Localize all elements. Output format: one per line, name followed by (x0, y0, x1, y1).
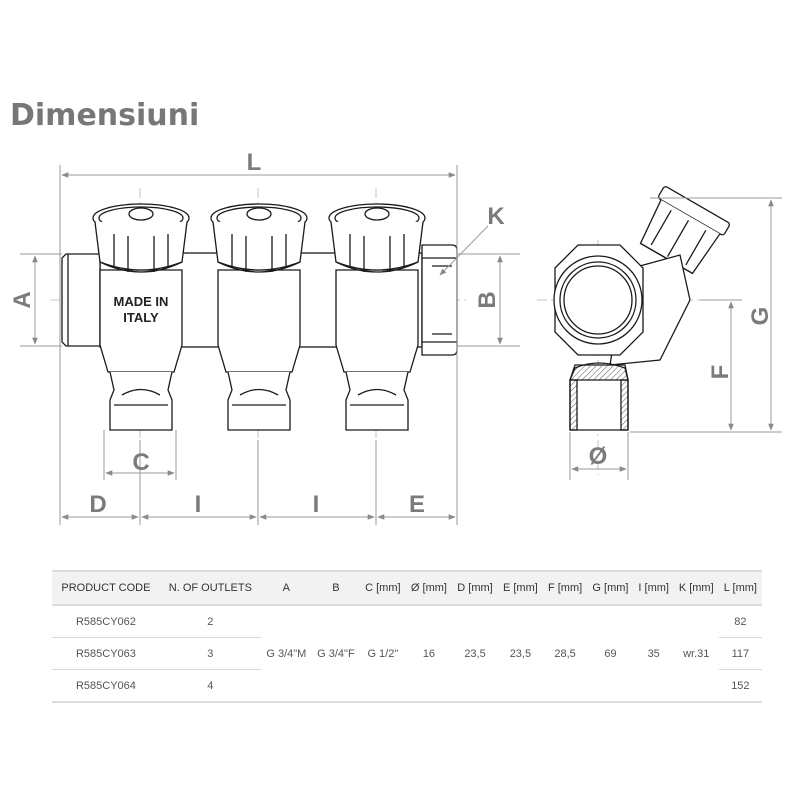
col-f: F [mm] (542, 570, 588, 606)
outlet-3 (328, 203, 426, 431)
dim-label-B: B (474, 291, 501, 308)
table-row: R585CY062 2 G 3/4"M G 3/4"F G 1/2" 16 23… (52, 605, 762, 703)
dim-label-L: L (247, 149, 262, 176)
product-code: R585CY064 (52, 669, 160, 703)
product-code: R585CY062 (52, 605, 160, 638)
col-product-code: PRODUCT CODE (52, 570, 160, 606)
product-code: R585CY063 (52, 637, 160, 670)
col-d: D [mm] (452, 570, 498, 606)
front-dimensions (20, 165, 520, 525)
dim-label-diameter: Ø (589, 443, 608, 470)
value-l: 152 (718, 669, 762, 703)
page-title: Dimensiuni (10, 98, 200, 133)
outlet-1 (92, 203, 190, 431)
col-i: I [mm] (633, 570, 674, 606)
dim-label-D: D (89, 491, 106, 518)
outlets-count: 4 (159, 669, 261, 703)
value-l: 117 (718, 637, 762, 670)
manifold-side-view (537, 186, 740, 475)
manifold-front-view (50, 188, 470, 440)
dim-label-C: C (132, 449, 149, 476)
col-b: B (311, 570, 360, 606)
value-c: G 1/2" (359, 605, 406, 703)
dim-label-F: F (707, 365, 734, 380)
value-g: 69 (587, 605, 634, 703)
value-d: 23,5 (452, 605, 498, 703)
value-a: G 3/4"M (260, 605, 312, 703)
table-row: R585CY064 4 152 (52, 669, 762, 703)
col-outlets: N. OF OUTLETS (159, 570, 261, 606)
col-a: A (260, 570, 312, 606)
made-in-italy-stamp-line2: ITALY (123, 310, 159, 325)
dim-label-E: E (409, 491, 425, 518)
made-in-italy-stamp: MADE IN (114, 294, 169, 309)
value-f: 28,5 (542, 605, 588, 703)
dim-label-I-1: I (195, 491, 202, 518)
table-header-row: PRODUCT CODE N. OF OUTLETS A B C [mm] Ø … (52, 570, 762, 606)
dim-label-I-2: I (313, 491, 320, 518)
value-l: 82 (718, 605, 762, 638)
col-e: E [mm] (497, 570, 543, 606)
table-row: R585CY063 3 117 (52, 637, 762, 670)
dimensions-table: PRODUCT CODE N. OF OUTLETS A B C [mm] Ø … (52, 570, 762, 703)
value-e: 23,5 (497, 605, 543, 703)
outlet-2 (210, 203, 308, 431)
col-g: G [mm] (587, 570, 634, 606)
value-b: G 3/4"F (311, 605, 360, 703)
outlets-count: 2 (159, 605, 261, 638)
side-dimensions (569, 197, 782, 480)
col-diameter: Ø [mm] (405, 570, 453, 606)
value-k: wr.31 (673, 605, 719, 703)
col-c: C [mm] (359, 570, 406, 606)
dim-label-A: A (9, 291, 36, 308)
dim-label-K: K (487, 203, 505, 230)
outlets-count: 3 (159, 637, 261, 670)
technical-drawing: MADE IN ITALY L K A B C D I I E (9, 149, 782, 525)
value-i: 35 (633, 605, 674, 703)
col-l: L [mm] (718, 570, 762, 606)
dim-label-G: G (747, 307, 774, 326)
col-k: K [mm] (673, 570, 719, 606)
value-diameter: 16 (405, 605, 453, 703)
